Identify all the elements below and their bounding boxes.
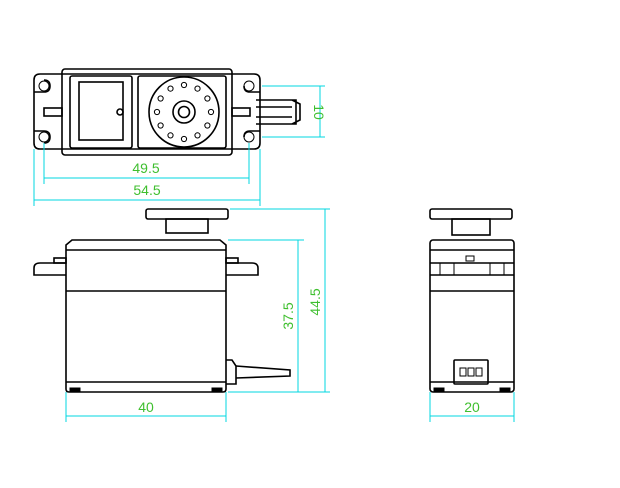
- connector-pin: [467, 367, 475, 377]
- top-view-case: [61, 68, 233, 156]
- right-upper-slot: [243, 85, 260, 93]
- horn-hole: [180, 135, 188, 143]
- side-foot-right: [499, 387, 511, 393]
- front-foot-right: [211, 387, 223, 393]
- front-foot-left: [69, 387, 81, 393]
- side-case: [429, 239, 515, 393]
- horn-hub-outer: [172, 100, 196, 124]
- dim-label-37-5: 37.5: [280, 302, 296, 329]
- dimension-lines: [33, 85, 515, 422]
- front-horn-plate: [145, 208, 229, 220]
- top-view: [33, 68, 301, 156]
- cover-screw: [116, 108, 124, 116]
- dimension-labels: 49.5 54.5 10 37.5 44.5 40 20: [132, 104, 480, 415]
- horn-hole: [157, 95, 164, 102]
- right-tab: [231, 107, 251, 117]
- front-view: [33, 208, 291, 393]
- right-lower-slot: [243, 130, 260, 138]
- front-right-flange: [226, 262, 259, 276]
- side-view: [429, 208, 515, 393]
- front-left-flange: [33, 262, 66, 276]
- servo-horn-disc: [148, 76, 220, 148]
- connector-pin: [459, 367, 467, 377]
- front-cable: [235, 365, 291, 379]
- top-view-gear-housing: [137, 75, 227, 149]
- dim-label-54-5: 54.5: [133, 182, 160, 198]
- horn-hole: [180, 81, 188, 89]
- horn-hole: [153, 108, 161, 116]
- horn-holes: [153, 81, 215, 143]
- front-case: [65, 239, 227, 393]
- side-horn-plate: [429, 208, 513, 220]
- front-left-tab: [53, 257, 67, 264]
- horn-hole: [167, 132, 174, 139]
- horn-hole: [194, 85, 201, 92]
- left-tab: [43, 107, 63, 117]
- top-view-cover: [69, 75, 133, 149]
- horn-hole: [194, 132, 201, 139]
- horn-hole: [167, 85, 174, 92]
- left-lower-slot: [34, 130, 51, 144]
- horn-hub-inner: [177, 105, 191, 119]
- left-lower-hole: [38, 131, 50, 143]
- connector-pin: [475, 367, 483, 377]
- dim-label-44-5: 44.5: [307, 288, 323, 315]
- front-right-tab: [225, 257, 239, 264]
- dim-label-49-5: 49.5: [132, 160, 159, 176]
- side-connector: [453, 359, 489, 385]
- dim-label-10: 10: [311, 104, 327, 120]
- dim-label-40: 40: [138, 399, 154, 415]
- horn-hole: [157, 122, 164, 129]
- front-cable-exit: [226, 359, 237, 385]
- dim-label-20: 20: [464, 399, 480, 415]
- left-upper-hole: [38, 80, 50, 92]
- horn-hole: [204, 122, 211, 129]
- front-horn-shaft: [165, 218, 209, 234]
- side-foot-left: [433, 387, 445, 393]
- horn-hole: [204, 95, 211, 102]
- cable: [256, 99, 301, 125]
- side-mark: [465, 255, 475, 262]
- top-view-flange: [33, 73, 261, 150]
- side-horn-shaft: [451, 218, 491, 236]
- left-upper-slot: [34, 79, 51, 93]
- horn-hole: [207, 108, 215, 116]
